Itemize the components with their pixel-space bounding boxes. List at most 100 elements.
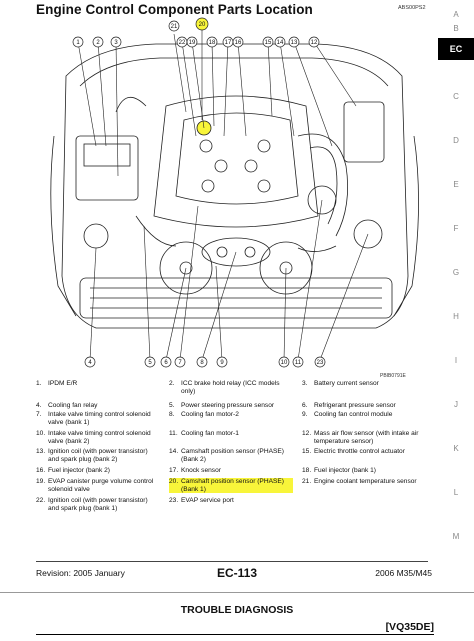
legend-item-1: 1. IPDM E/R <box>36 380 160 388</box>
legend-num: 21. <box>302 478 312 485</box>
legend-item-15: 15.Electric throttle control actuator <box>302 448 426 456</box>
callout-label-15: 15 <box>265 40 272 46</box>
callout-label-13: 13 <box>291 40 298 46</box>
legend-num: 14. <box>169 448 179 455</box>
legend-item-10: 10.Intake valve timing control solenoid … <box>36 430 160 445</box>
legend-text: ICC brake hold relay (ICC models only) <box>181 380 280 395</box>
legend-num: 9. <box>302 411 308 418</box>
tab-g[interactable]: G <box>452 268 460 277</box>
legend-text: Engine coolant temperature sensor <box>314 478 417 485</box>
legend-item-17: 17.Knock sensor <box>169 467 293 475</box>
callout-label-10: 10 <box>281 360 288 366</box>
section-code: ABS00PS2 <box>398 5 426 11</box>
callout-label-19: 19 <box>189 40 196 46</box>
tab-j[interactable]: J <box>454 400 458 409</box>
callout-label-3: 3 <box>114 40 118 46</box>
tab-e[interactable]: E <box>453 180 459 189</box>
callout-7 <box>174 356 186 368</box>
tab-ec[interactable]: EC <box>438 38 474 60</box>
legend-text: Intake valve timing control solenoid val… <box>48 430 151 445</box>
footer-divider <box>36 561 428 562</box>
legend-num: 13. <box>36 448 46 455</box>
legend-text: Cooling fan control module <box>314 411 393 418</box>
legend-text: Refrigerant pressure sensor <box>314 402 396 409</box>
legend-text: Cooling fan motor-1 <box>181 430 239 437</box>
callout-4 <box>84 356 96 368</box>
tab-c[interactable]: C <box>453 92 459 101</box>
tab-k[interactable]: K <box>453 444 459 453</box>
legend-num: 8. <box>169 411 175 418</box>
legend-text: Ignition coil (with power transistor) an… <box>48 448 148 463</box>
callout-13 <box>288 36 300 48</box>
tab-i[interactable]: I <box>454 356 458 365</box>
leader-lines-bottom <box>89 199 369 361</box>
callout-labels-bottom: 4 5 6 7 8 9 10 11 23 <box>88 360 324 366</box>
legend-item-18: 18.Fuel injector (bank 1) <box>302 467 426 475</box>
tab-m[interactable]: M <box>452 532 460 541</box>
legend-num: 15. <box>302 448 312 455</box>
page-title: Engine Control Component Parts Location <box>36 2 313 17</box>
callout-16 <box>232 36 244 48</box>
legend-num: 11. <box>169 430 178 437</box>
legend-item-8: 8.Cooling fan motor-2 <box>169 411 293 419</box>
legend-text: Fuel injector (bank 2) <box>48 467 110 474</box>
tab-b[interactable]: B <box>453 24 459 33</box>
callout-10 <box>278 356 290 368</box>
legend-num: 3. <box>302 380 308 387</box>
revision-date: Revision: 2005 January <box>36 568 125 578</box>
tab-h[interactable]: H <box>453 312 459 321</box>
section-tabs: A B EC C D E F G H I J K L M <box>438 0 474 641</box>
callout-label-17: 17 <box>225 40 232 46</box>
legend-num: 20. <box>169 478 179 485</box>
callout-label-4: 4 <box>88 360 92 366</box>
header-rule <box>36 634 434 635</box>
callout-labels-top: 1 2 3 21 22 19 20 18 17 16 15 14 13 12 <box>76 22 318 46</box>
legend-text: IPDM E/R <box>48 380 78 387</box>
legend-text: Electric throttle control actuator <box>314 448 405 455</box>
callout-label-18: 18 <box>209 40 216 46</box>
callout-2 <box>92 36 104 48</box>
tab-d[interactable]: D <box>453 136 459 145</box>
legend-text: Battery current sensor <box>314 380 379 387</box>
legend-text: Mass air flow sensor (with intake air te… <box>314 430 419 445</box>
tab-f[interactable]: F <box>453 224 459 233</box>
legend-item-14: 14.Camshaft position sensor (PHASE) (Ban… <box>169 448 293 463</box>
next-section-title: TROUBLE DIAGNOSIS <box>180 604 294 616</box>
callout-9 <box>216 356 228 368</box>
legend-text: Camshaft position sensor (PHASE) (Bank 2… <box>181 448 284 463</box>
manual-page <box>30 0 430 641</box>
tab-l[interactable]: L <box>453 488 459 497</box>
callouts-bottom <box>84 356 326 368</box>
tab-a[interactable]: A <box>453 10 459 19</box>
callout-label-8: 8 <box>200 360 204 366</box>
legend-text: Intake valve timing control solenoid val… <box>48 411 151 426</box>
callout-label-14: 14 <box>277 40 284 46</box>
legend-num: 23. <box>169 497 179 504</box>
callout-label-21: 21 <box>171 24 178 30</box>
legend-num: 19. <box>36 478 46 485</box>
legend-item-6: 6.Refrigerant pressure sensor <box>302 402 426 410</box>
legend-num: 1. <box>36 380 42 387</box>
callout-label-12: 12 <box>311 40 318 46</box>
legend-text: Camshaft position sensor (PHASE) (Bank 1… <box>181 478 284 493</box>
callout-label-22: 22 <box>179 40 186 46</box>
legend-num: 16. <box>36 467 46 474</box>
legend-item-2: 2.ICC brake hold relay (ICC models only) <box>169 380 293 395</box>
legend-item-4: 4.Cooling fan relay <box>36 402 160 410</box>
callout-15 <box>262 36 274 48</box>
callout-20 <box>195 17 209 31</box>
callout-23 <box>314 356 326 368</box>
engine-bay-diagram: 1 2 3 21 22 19 20 18 17 16 15 14 13 12 4… <box>50 17 419 368</box>
engine-code: [VQ35DE] <box>385 621 434 633</box>
legend-num: 4. <box>36 402 42 409</box>
legend-text: Ignition coil (with power transistor) an… <box>48 497 148 512</box>
legend-text: Fuel injector (bank 1) <box>314 467 376 474</box>
engine-bay-drawing <box>50 43 419 329</box>
figure-id: PBIB0791E <box>380 373 406 379</box>
callout-1 <box>72 36 84 48</box>
legend-item-5: 5.Power steering pressure sensor <box>169 402 293 410</box>
legend-num: 22. <box>36 497 46 504</box>
legend-text: EVAP service port <box>181 497 234 504</box>
legend-item-23: 23.EVAP service port <box>169 497 293 505</box>
legend-num: 10. <box>36 430 46 437</box>
